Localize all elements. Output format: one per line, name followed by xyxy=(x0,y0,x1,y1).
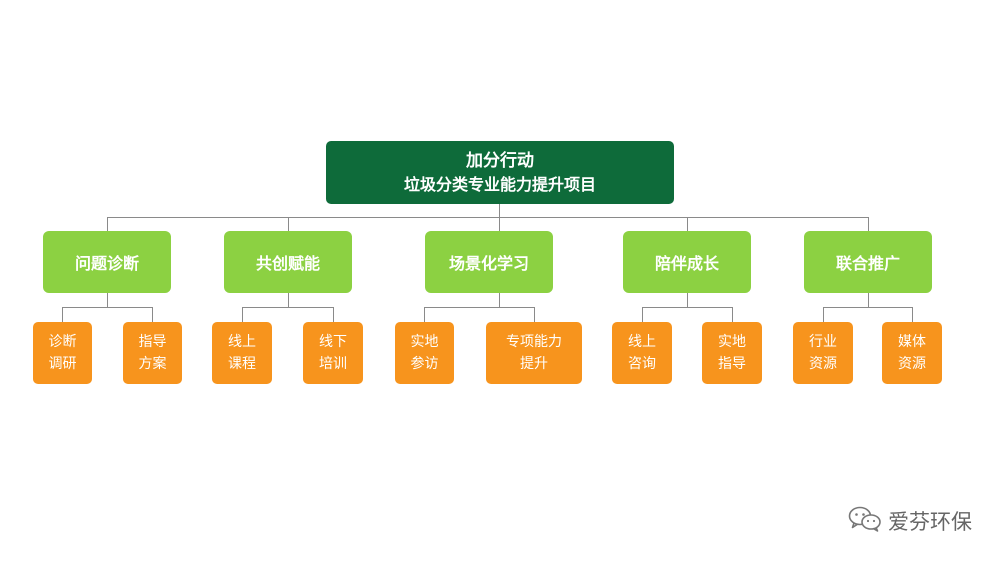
connector xyxy=(242,307,334,308)
leaf-node: 实地 指导 xyxy=(702,322,762,384)
leaf-line: 培训 xyxy=(319,356,347,372)
leaf-line: 指导 xyxy=(138,334,167,350)
leaf-line: 资源 xyxy=(809,356,837,372)
connector xyxy=(912,307,913,322)
connector xyxy=(288,217,289,231)
leaf-line: 实地 xyxy=(410,334,439,350)
connector xyxy=(499,204,500,217)
root-node: 加分行动 垃圾分类专业能力提升项目 xyxy=(326,141,674,204)
connector xyxy=(242,307,243,322)
connector xyxy=(107,293,108,307)
category-node: 问题诊断 xyxy=(43,231,171,293)
connector xyxy=(107,217,868,218)
connector xyxy=(868,293,869,307)
connector xyxy=(642,307,733,308)
category-node: 共创赋能 xyxy=(224,231,352,293)
leaf-line: 指导 xyxy=(718,356,746,372)
connector xyxy=(107,217,108,231)
connector xyxy=(642,307,643,322)
connector xyxy=(288,293,289,307)
wechat-icon xyxy=(848,505,882,538)
root-subtitle: 垃圾分类专业能力提升项目 xyxy=(403,174,596,194)
connector xyxy=(499,217,500,231)
category-node: 场景化学习 xyxy=(425,231,553,293)
category-node: 联合推广 xyxy=(804,231,932,293)
watermark-text: 爱芬环保 xyxy=(888,510,972,534)
leaf-line: 咨询 xyxy=(628,356,656,372)
root-title: 加分行动 xyxy=(466,150,534,171)
connector xyxy=(62,307,153,308)
connector xyxy=(499,293,500,307)
connector xyxy=(868,217,869,231)
leaf-line: 实地 xyxy=(718,334,746,350)
connector xyxy=(534,307,535,322)
connector xyxy=(732,307,733,322)
leaf-line: 线上 xyxy=(228,334,256,350)
leaf-node: 专项能力 提升 xyxy=(486,322,582,384)
connector xyxy=(333,307,334,322)
leaf-node: 行业 资源 xyxy=(793,322,853,384)
leaf-line: 资源 xyxy=(898,356,926,372)
leaf-line: 线上 xyxy=(628,334,656,350)
leaf-line: 媒体 xyxy=(898,334,926,350)
connector xyxy=(687,293,688,307)
leaf-line: 参访 xyxy=(410,356,439,372)
leaf-line: 课程 xyxy=(228,356,256,372)
category-node: 陪伴成长 xyxy=(623,231,751,293)
leaf-node: 线上 课程 xyxy=(212,322,272,384)
leaf-node: 实地 参访 xyxy=(395,322,454,384)
leaf-line: 专项能力 xyxy=(506,334,562,350)
connector xyxy=(152,307,153,322)
connector xyxy=(823,307,913,308)
leaf-node: 线下 培训 xyxy=(303,322,363,384)
leaf-line: 线下 xyxy=(319,334,347,350)
leaf-node: 线上 咨询 xyxy=(612,322,672,384)
connector xyxy=(823,307,824,322)
connector xyxy=(424,307,425,322)
leaf-line: 诊断 xyxy=(48,334,77,350)
leaf-node: 媒体 资源 xyxy=(882,322,942,384)
connector xyxy=(62,307,63,322)
leaf-line: 调研 xyxy=(48,356,77,372)
leaf-line: 提升 xyxy=(520,356,548,372)
leaf-line: 方案 xyxy=(138,356,167,372)
leaf-line: 行业 xyxy=(809,334,837,350)
leaf-node: 指导 方案 xyxy=(123,322,182,384)
connector xyxy=(424,307,535,308)
leaf-node: 诊断 调研 xyxy=(33,322,92,384)
watermark: 爱芬环保 xyxy=(848,505,972,537)
connector xyxy=(687,217,688,231)
